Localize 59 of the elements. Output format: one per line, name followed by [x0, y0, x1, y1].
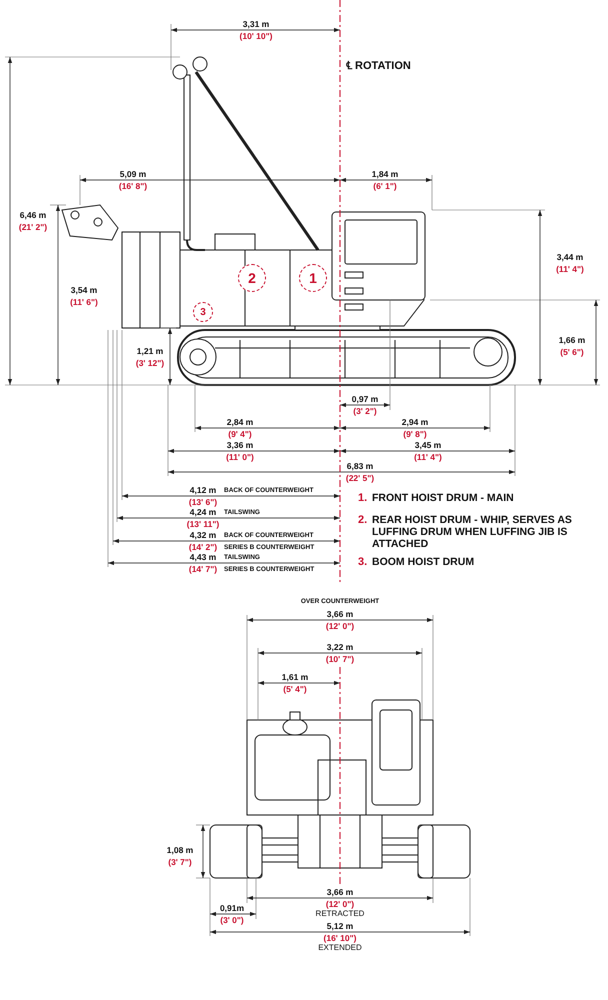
dimension-value: (3' 2") — [353, 406, 377, 416]
list-number: 2. — [358, 514, 368, 526]
dimension-value: (21' 2") — [18, 222, 48, 232]
dimension-value: 6,83 m — [346, 461, 374, 471]
list-number: 3. — [358, 556, 368, 568]
dimension-value: (3' 12") — [136, 358, 164, 368]
dimension-value: 2,84 m — [226, 417, 254, 427]
dimension-value: 4,32 m — [190, 530, 216, 540]
dimension-value: (14' 7") — [188, 564, 218, 574]
dimension-value: (16' 8") — [118, 181, 148, 191]
dimension-value: 1,61 m — [282, 672, 308, 682]
dimension-value: 3,66 m — [326, 887, 354, 897]
dimension-value: (11' 0") — [226, 452, 254, 462]
dimension-value: 1,08 m — [166, 845, 194, 855]
dimension-value: (14' 2") — [188, 542, 218, 552]
dimension-value: 3,36 m — [226, 440, 254, 450]
dimension-value: (11' 4") — [556, 264, 584, 274]
dimension-value: (5' 4") — [283, 684, 307, 694]
dimension-value: (13' 11") — [186, 519, 220, 529]
dimension-value: 3,31 m — [242, 19, 270, 29]
dimension-value: 1,66 m — [558, 335, 586, 345]
centerline-label: ℄ ROTATION — [346, 60, 411, 72]
dimension-value: (9' 8") — [403, 429, 427, 439]
list-text: FRONT HOIST DRUM - MAIN — [372, 492, 514, 504]
list-number: 1. — [358, 492, 368, 504]
dimension-value: (13' 6") — [188, 497, 218, 507]
dimension-value: 3,22 m — [326, 642, 354, 652]
dimension-note: EXTENDED — [318, 943, 362, 953]
dimension-value: (3' 0") — [220, 915, 244, 925]
list-text: REAR HOIST DRUM - WHIP, SERVES AS LUFFING DRUM WHEN LUFFING JIB IS ATTACHED — [372, 514, 573, 550]
dimension-note: RETRACTED — [316, 909, 364, 919]
list-text: BOOM HOIST DRUM — [372, 556, 474, 568]
dimension-value: 0,97 m — [352, 394, 378, 404]
dimension-value: (6' 1") — [373, 181, 397, 191]
dimension-value: 5,12 m — [326, 921, 354, 931]
dimension-value: 1,21 m — [136, 346, 164, 356]
dimension-value: (9' 4") — [228, 429, 252, 439]
dimension-value: (5' 6") — [560, 347, 584, 357]
dimension-value: (11' 4") — [414, 452, 442, 462]
dimension-value: (10' 7") — [326, 654, 354, 664]
dimension-value: (10' 10") — [240, 31, 272, 41]
dimension-value: (16' 10") — [324, 933, 356, 943]
dimension-value: (12' 0") — [326, 621, 354, 631]
dimension-value: (11' 6") — [70, 297, 98, 307]
dimension-value: 3,45 m — [414, 440, 442, 450]
dimension-value: 0,91m — [220, 903, 244, 913]
dimension-value: (12' 0") — [326, 899, 354, 909]
dimension-value: 3,54 m — [70, 285, 98, 295]
dimension-value: 4,24 m — [190, 507, 216, 517]
dimension-value: 3,66 m — [326, 609, 354, 619]
dimension-value: 3,44 m — [556, 252, 584, 262]
dimension-value: 1,84 m — [372, 169, 398, 179]
dimension-value: 4,43 m — [190, 552, 216, 562]
dimension-value: 2,94 m — [402, 417, 428, 427]
dimension-value: (22' 5") — [346, 473, 374, 483]
dimension-value: (3' 7") — [168, 857, 192, 867]
dimension-value: 6,46 m — [20, 210, 46, 220]
dimension-value: 5,09 m — [120, 169, 146, 179]
dimension-value: 4,12 m — [190, 485, 216, 495]
